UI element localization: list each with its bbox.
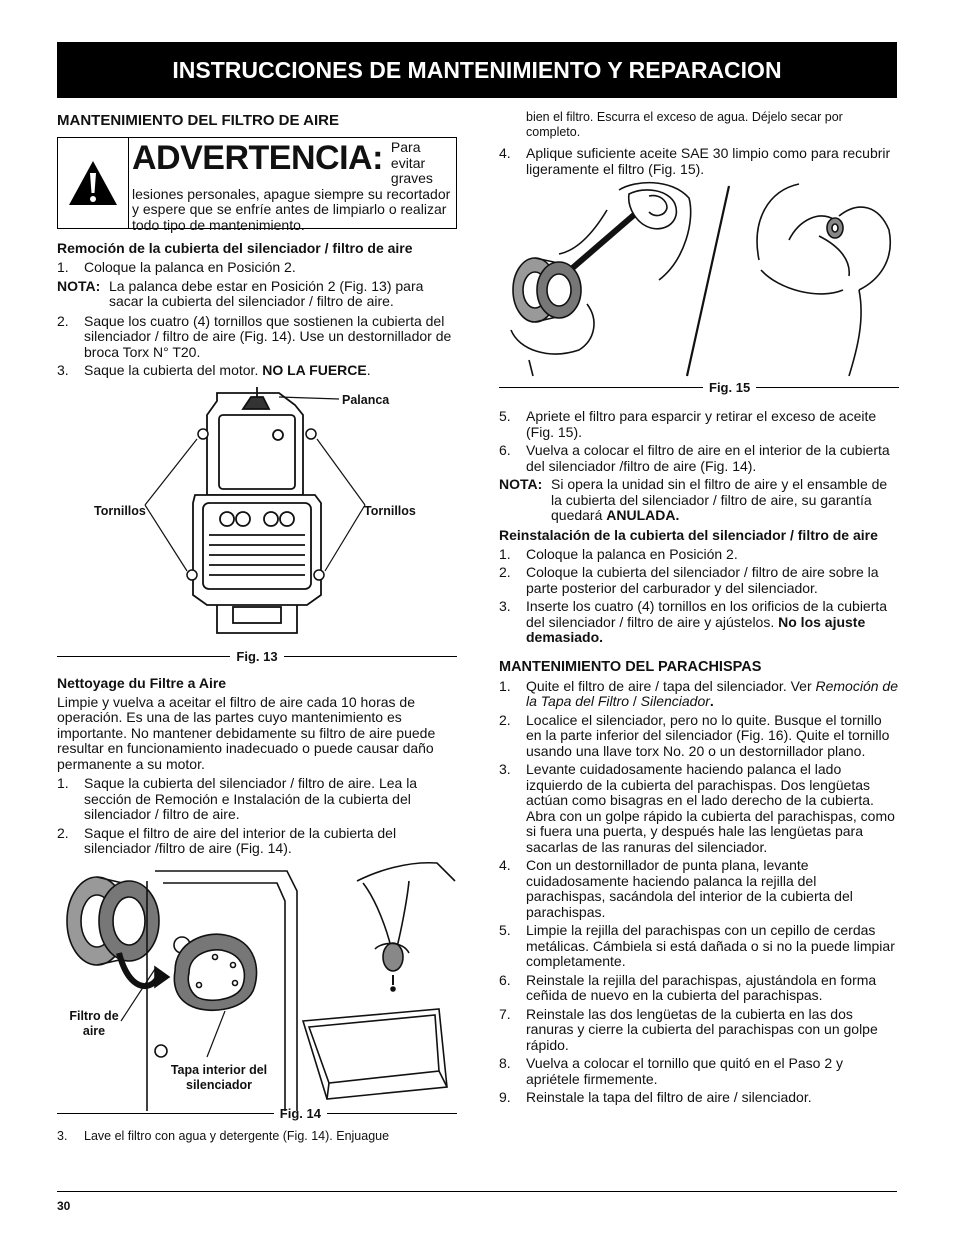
left-column: MANTENIMIENTO DEL FILTRO DE AIRE ADVERTE… (57, 112, 458, 1147)
list-item: 9.Reinstale la tapa del filtro de aire /… (499, 1089, 812, 1105)
tornillos-left-label: Tornillos (94, 503, 146, 518)
air-filter-cover-illustration (144, 386, 366, 634)
fig15-caption: Fig. 15 (499, 380, 899, 395)
list-item: 2.Coloque la cubierta del silenciador / … (499, 564, 879, 596)
warning-triangle-icon (58, 138, 129, 228)
figure-15 (499, 180, 899, 380)
section-banner: INSTRUCCIONES DE MANTENIMIENTO Y REPARAC… (57, 42, 897, 98)
list-item: 8.Vuelva a colocar el tornillo que quitó… (499, 1055, 844, 1087)
spark-arrestor-heading: MANTENIMIENTO DEL PARACHISPAS (499, 658, 762, 675)
removal-heading: Remoción de la cubierta del silenciador … (57, 240, 413, 256)
list-item: 4.Aplique suficiente aceite SAE 30 limpi… (499, 145, 891, 177)
air-filter-heading: MANTENIMIENTO DEL FILTRO DE AIRE (57, 112, 339, 129)
list-item: 3.Lave el filtro con agua y detergente (… (57, 1128, 390, 1143)
filter-wash-illustration (66, 861, 456, 1111)
figure-13: Palanca Tornillos Tornillos (57, 385, 457, 655)
warning-box: ADVERTENCIA:Para evitar graves lesiones … (57, 137, 457, 232)
list-item: 2.Saque el filtro de aire del interior d… (57, 824, 397, 856)
list-item: 4.Con un destornillador de punta plana, … (499, 857, 853, 920)
footer-divider (57, 1191, 897, 1192)
filtro-label: Filtro de aire (69, 1008, 119, 1038)
note: NOTA:La palanca debe estar en Posición 2… (57, 277, 424, 309)
list-item: 5.Apriete el filtro para esparcir y reti… (499, 408, 877, 440)
figure-14: Filtro de aire Tapa interior del silenci… (57, 861, 457, 1116)
list-item: 5.Limpie la rejilla del parachispas con … (499, 922, 895, 969)
warning-text-block: ADVERTENCIA:Para evitar graves lesiones … (129, 138, 456, 232)
tapa-label: Tapa interior del silenciador (170, 1062, 268, 1092)
list-item: 3.Levante cuidadosamente haciendo palanc… (499, 761, 895, 855)
list-item: 3.Inserte los cuatro (4) tornillos en lo… (499, 598, 888, 645)
fig14-caption: Fig. 14 (57, 1106, 458, 1121)
list-item: 6.Reinstale la rejilla del parachispas, … (499, 971, 877, 1003)
reinstall-heading: Reinstalación de la cubierta del silenci… (499, 526, 878, 543)
oil-filter-illustration (510, 181, 892, 377)
palanca-label: Palanca (342, 392, 390, 407)
continued-text: bien el filtro. Escurra el exceso de agu… (526, 110, 843, 139)
warning-title: ADVERTENCIA: (132, 139, 383, 177)
list-item: 1.Coloque la palanca en Posición 2. (499, 545, 738, 562)
list-item: 2.Saque los cuatro (4) tornillos que sos… (57, 312, 452, 360)
list-item: 7.Reinstale las dos lengüetas de la cubi… (499, 1005, 878, 1053)
list-item: 1.Quite el filtro de aire / tapa del sil… (499, 677, 898, 709)
page-number: 30 (57, 1199, 71, 1213)
list-item: 1.Coloque la palanca en Posición 2. (57, 259, 296, 275)
nettoyage-heading: Nettoyage du Filtre a Aire (57, 674, 227, 691)
list-item: 6.Vuelva a colocar el filtro de aire en … (499, 442, 890, 474)
list-item: 1.Saque la cubierta del silenciador / fi… (57, 775, 418, 822)
fig13-caption: Fig. 13 (57, 649, 457, 664)
tornillos-right-label: Tornillos (364, 503, 416, 518)
right-column: bien el filtro. Escurra el exceso de agu… (499, 110, 899, 1109)
note: NOTA:Si opera la unidad sin el filtro de… (499, 476, 888, 523)
list-item: 3.Saque la cubierta del motor. NO LA FUE… (57, 362, 371, 378)
list-item: 2.Localice el silenciador, pero no lo qu… (499, 711, 890, 759)
nettoyage-text: Limpie y vuelva a aceitar el filtro de a… (57, 693, 436, 772)
warning-text: Para evitar graves lesiones personales, … (132, 139, 451, 233)
